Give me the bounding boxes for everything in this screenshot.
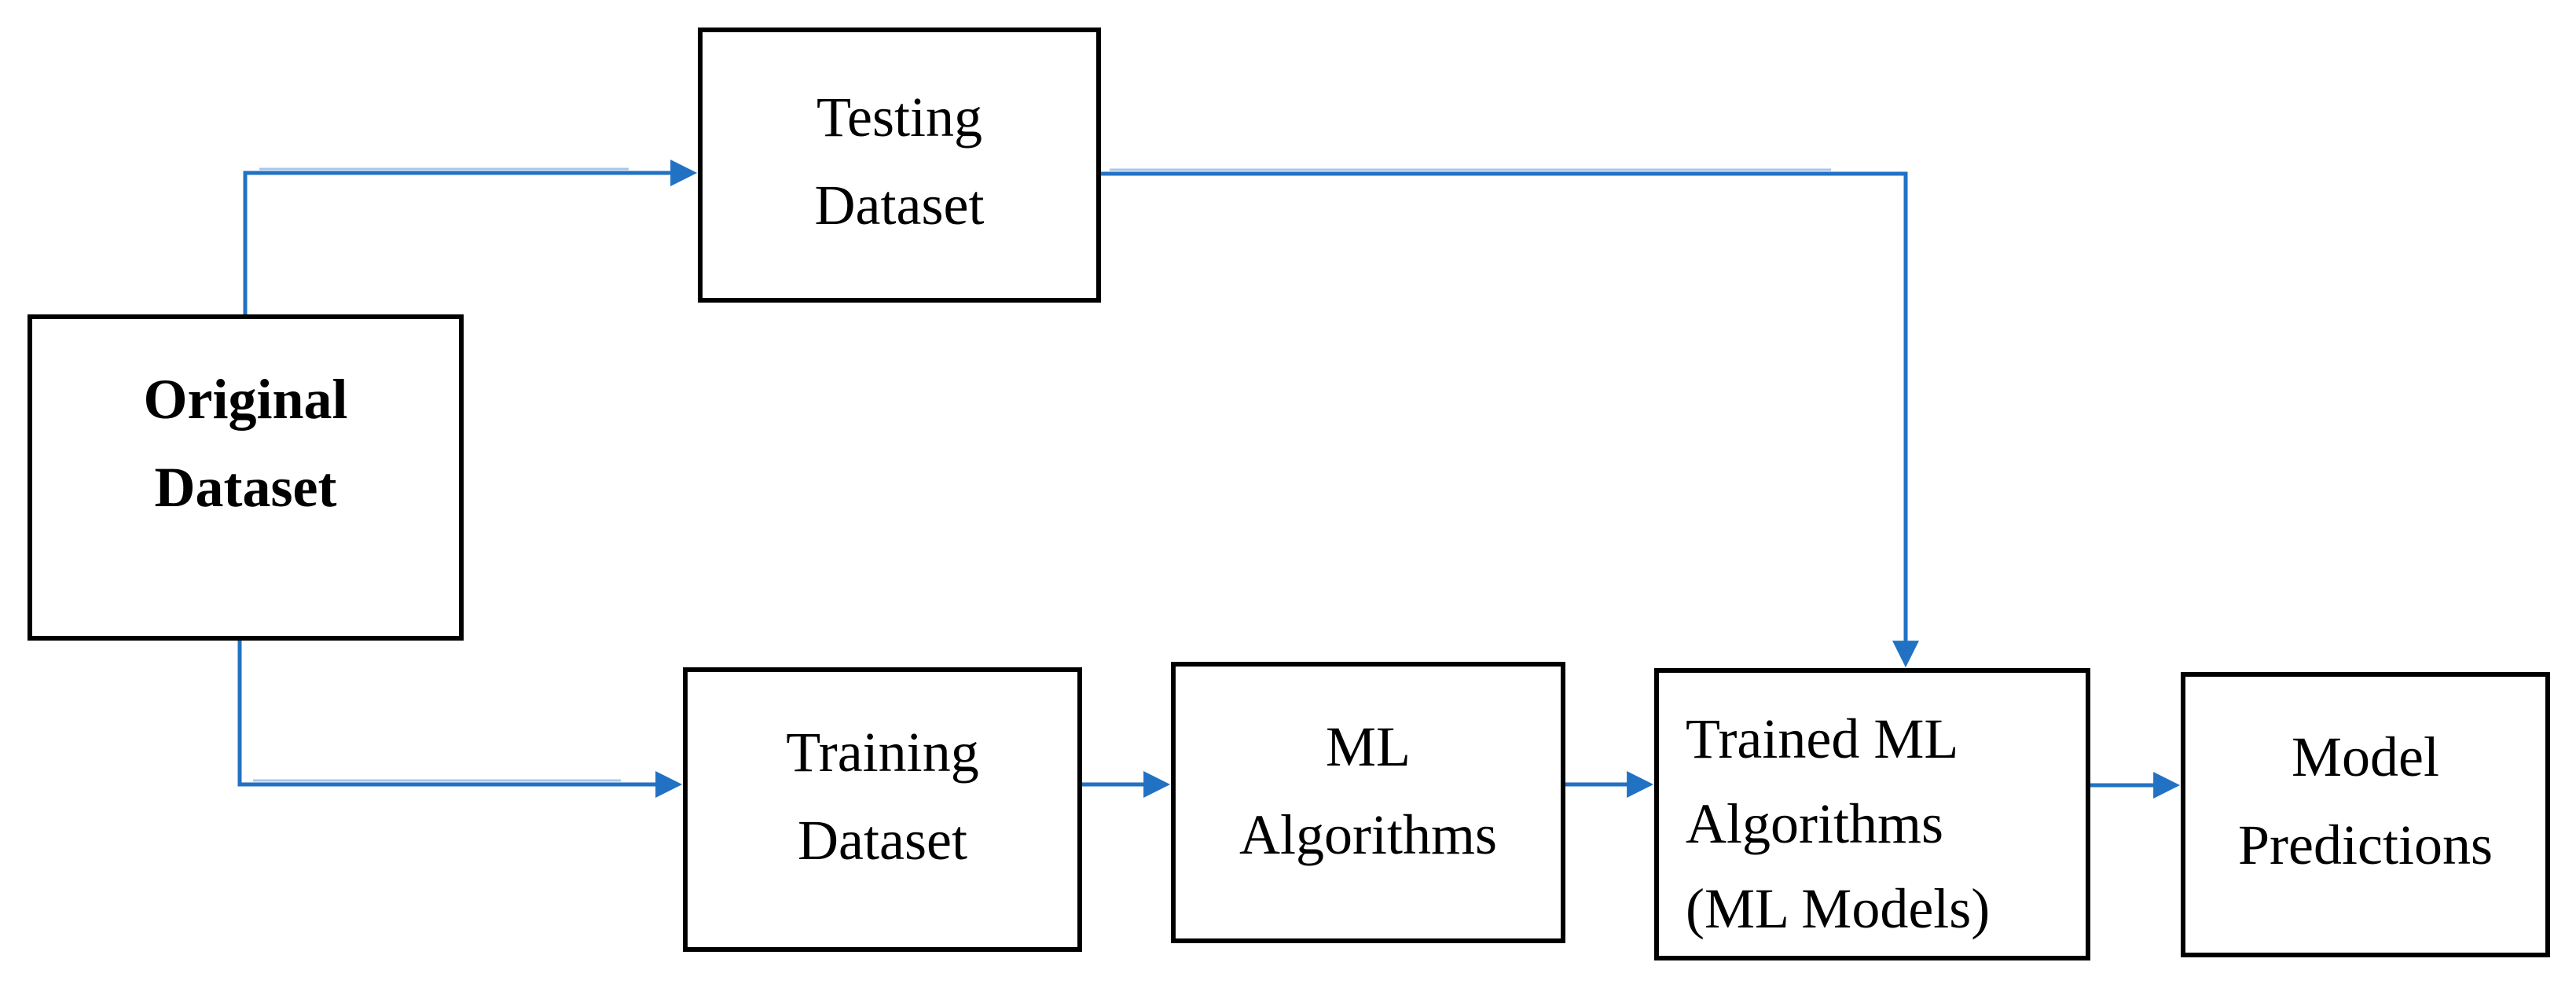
node-label-line: Dataset xyxy=(814,174,985,237)
node-label-line: Model xyxy=(2292,725,2439,788)
node-training-dataset: Training Dataset xyxy=(683,667,1082,952)
node-label-line: Testing xyxy=(816,86,982,149)
node-label-line: Dataset xyxy=(798,809,967,872)
node-ml-algorithms: ML Algorithms xyxy=(1171,662,1565,943)
connector-testing-to-trained xyxy=(1101,171,1919,668)
node-label-line: Algorithms xyxy=(1686,792,1944,855)
node-model-predictions: Model Predictions xyxy=(2181,672,2550,957)
node-label-line: Predictions xyxy=(2238,814,2493,876)
node-label-line: Trained ML xyxy=(1686,707,1959,770)
node-label-line: (ML Models) xyxy=(1686,877,1991,940)
node-label-line: Algorithms xyxy=(1238,803,1497,866)
node-label-line: ML xyxy=(1326,715,1411,778)
node-trained-ml-algorithms: Trained ML Algorithms (ML Models) xyxy=(1654,668,2090,960)
node-label-line: Original xyxy=(143,368,348,431)
node-label-line: Training xyxy=(786,721,979,784)
node-original-dataset: Original Dataset xyxy=(28,314,464,641)
connector-original-to-testing xyxy=(243,160,698,314)
node-label-line: Dataset xyxy=(154,456,337,519)
node-testing-dataset: Testing Dataset xyxy=(698,28,1101,303)
connector-original-to-training xyxy=(237,641,683,798)
